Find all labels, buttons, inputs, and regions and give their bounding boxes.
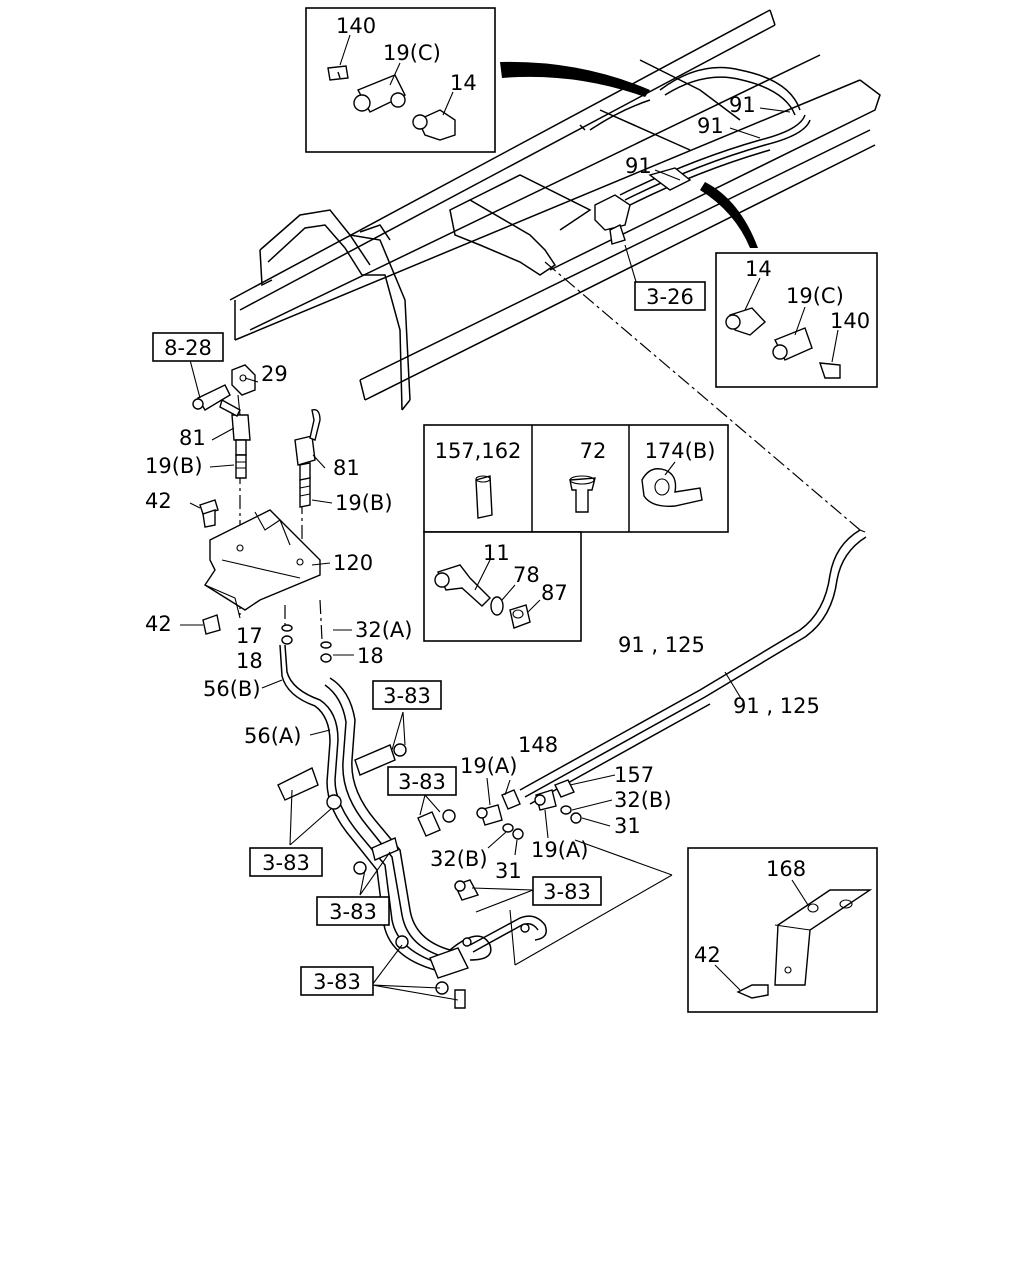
callout-31-left: 31 <box>495 859 522 883</box>
callout-17: 17 <box>236 624 263 648</box>
detail-arrow-top <box>500 61 650 97</box>
ref-3-83-f[interactable]: 3-83 <box>313 970 361 994</box>
washer-32a <box>320 641 332 649</box>
chassis-frame <box>229 9 881 411</box>
label-19c-right: 19(C) <box>786 284 844 308</box>
table-cell-157-162: 157,162 <box>435 439 522 463</box>
bolt-42-detail <box>736 984 769 999</box>
table-cell-174b: 174(B) <box>645 439 716 463</box>
labels: 3-26 8-28 3-83 3-83 3-83 3-83 3-83 3-83 … <box>145 14 870 994</box>
grommet-72 <box>569 477 596 513</box>
detail-box-right <box>715 252 878 388</box>
label-168: 168 <box>766 857 806 881</box>
ref-3-83-d[interactable]: 3-83 <box>329 900 377 924</box>
label-140-right: 140 <box>830 309 870 333</box>
parts-table <box>423 424 729 642</box>
callout-91-125-a: 91 , 125 <box>618 633 705 657</box>
callout-18-left: 18 <box>236 649 263 673</box>
ref-3-83-c[interactable]: 3-83 <box>262 851 310 875</box>
ref-3-83-a[interactable]: 3-83 <box>383 684 431 708</box>
washer-18-right <box>320 653 332 663</box>
table-cell-87: 87 <box>541 581 568 605</box>
callout-120: 120 <box>333 551 373 575</box>
ref-3-83-e[interactable]: 3-83 <box>543 880 591 904</box>
table-cell-11: 11 <box>483 541 510 565</box>
callout-56b: 56(B) <box>203 677 261 701</box>
callout-18-right: 18 <box>357 644 384 668</box>
label-14-top: 14 <box>450 71 477 95</box>
callout-81-right: 81 <box>333 456 360 480</box>
table-cell-78: 78 <box>513 563 540 587</box>
brake-pipes <box>279 529 867 973</box>
elbow-14-top <box>417 109 456 141</box>
sleeve-148 <box>501 789 521 810</box>
label-140-top: 140 <box>336 14 376 38</box>
tee-block-29 <box>231 364 256 396</box>
fitting-cluster <box>476 779 582 840</box>
callout-42-bottom: 42 <box>145 612 172 636</box>
reference-boxes <box>152 281 706 996</box>
label-14-right: 14 <box>745 257 772 281</box>
bolt-140-right <box>818 362 841 379</box>
spacer-157-162 <box>475 475 493 519</box>
washer-17 <box>281 624 293 632</box>
callout-19a-left: 19(A) <box>460 754 517 778</box>
washer-32b-right <box>560 805 572 815</box>
detail-box-bottom <box>687 847 878 1013</box>
label-leaders <box>180 34 839 1001</box>
callout-29: 29 <box>261 362 288 386</box>
ref-8-28[interactable]: 8-28 <box>164 336 212 360</box>
detail-arrow-right <box>700 182 758 248</box>
callout-91-125-b: 91 , 125 <box>733 694 820 718</box>
callout-42-top: 42 <box>145 489 172 513</box>
callout-19a-right: 19(A) <box>531 838 588 862</box>
valve-81-right <box>294 435 316 466</box>
connector-19b-right <box>299 477 311 508</box>
callout-157: 157 <box>614 763 654 787</box>
valve-assembly <box>192 364 332 663</box>
sleeve-157 <box>554 779 575 798</box>
nut-31-left <box>512 828 524 840</box>
washer-32b-left <box>502 823 514 833</box>
connector-19b-left <box>235 454 247 479</box>
callout-148: 148 <box>518 733 558 757</box>
clamp-174b <box>641 468 703 507</box>
label-19c-top: 19(C) <box>383 41 441 65</box>
clips-and-bolts <box>277 743 530 1009</box>
callout-19b-right: 19(B) <box>335 491 393 515</box>
callout-19b-left: 19(B) <box>145 454 203 478</box>
ref-3-83-b[interactable]: 3-83 <box>398 770 446 794</box>
callout-81-left: 81 <box>179 426 206 450</box>
callout-32b-right: 32(B) <box>614 788 672 812</box>
bolt-42-bottom <box>202 614 221 635</box>
callout-91-a: 91 <box>729 93 756 117</box>
callout-31-right: 31 <box>614 814 641 838</box>
bracket-120 <box>204 509 321 611</box>
table-cell-72: 72 <box>580 439 607 463</box>
leader-lines <box>239 261 866 966</box>
callout-56a: 56(A) <box>244 724 301 748</box>
nut-31-right <box>570 812 582 824</box>
ref-3-26[interactable]: 3-26 <box>646 285 694 309</box>
fitting-11 <box>437 564 491 607</box>
valve-81-left <box>231 414 251 441</box>
detail-box-top <box>305 7 496 153</box>
callout-91-b: 91 <box>697 114 724 138</box>
callout-32a: 32(A) <box>355 618 412 642</box>
washer-78 <box>490 596 504 616</box>
callout-32b-left: 32(B) <box>430 847 488 871</box>
label-42-detail: 42 <box>694 943 721 967</box>
washer-18-left <box>281 635 293 645</box>
callout-91-c: 91 <box>625 154 652 178</box>
